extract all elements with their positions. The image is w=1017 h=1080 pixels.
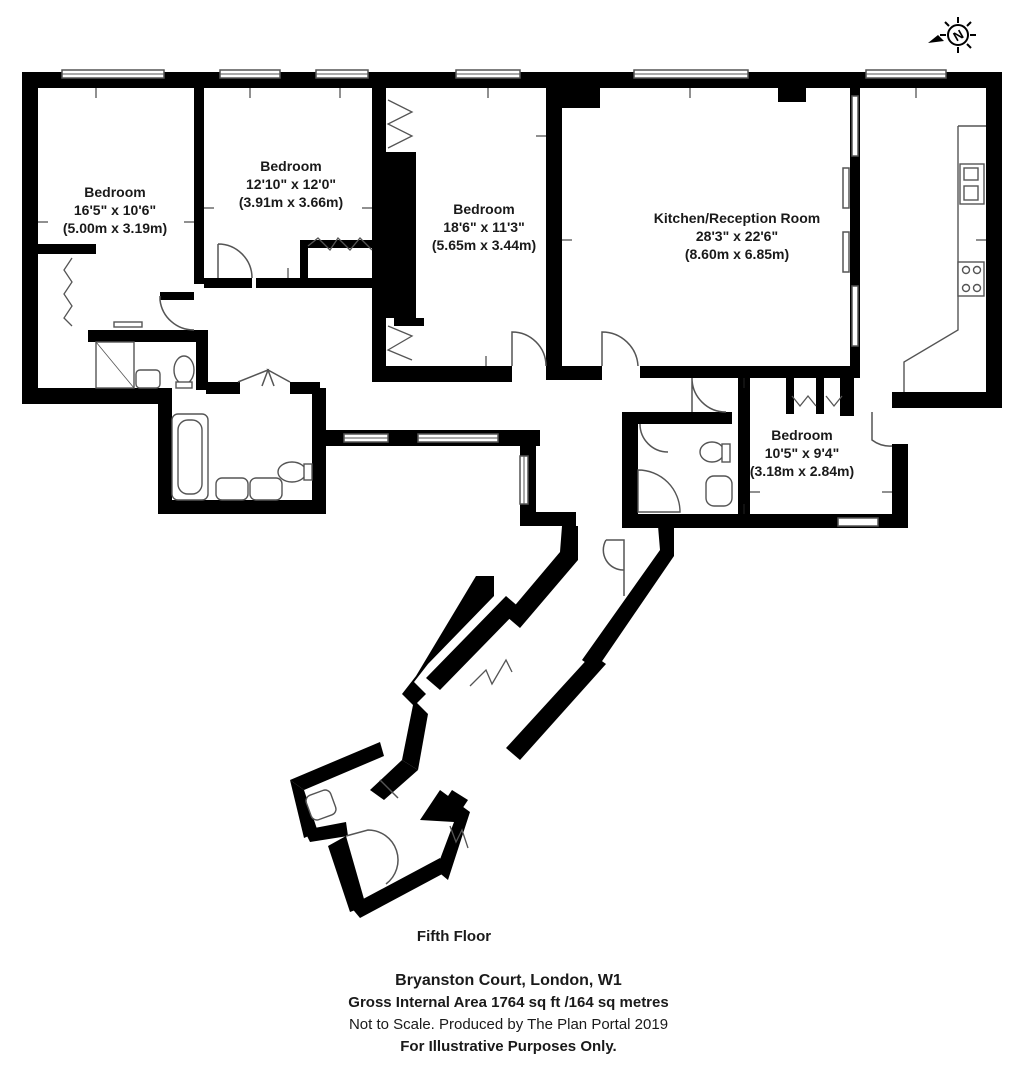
- basin-icon: [135, 369, 161, 389]
- room-name: Bedroom: [453, 201, 515, 217]
- room-size-imperial: 28'3" x 22'6": [695, 228, 779, 244]
- closet-doors: [63, 99, 843, 849]
- kitchen-fixtures: [903, 125, 986, 392]
- property-address: Bryanston Court, London, W1: [395, 972, 622, 989]
- room-name: Bedroom: [260, 158, 322, 174]
- basin-icon: [305, 789, 337, 821]
- room-label-bedroom-1: Bedroom 16'5" x 10'6" (5.00m x 3.19m): [63, 183, 167, 237]
- basin-icon: [705, 475, 733, 507]
- room-size-metric: (5.00m x 3.19m): [62, 220, 168, 236]
- basin-icon: [249, 477, 283, 501]
- compass-icon: N: [928, 17, 976, 53]
- bathroom-fixtures: [95, 321, 733, 821]
- toilet-icon: [699, 441, 725, 463]
- shower-tray-icon: [637, 469, 681, 513]
- room-name: Bedroom: [771, 427, 833, 443]
- plan-footer: Bryanston Court, London, W1 Gross Intern…: [0, 970, 1017, 1058]
- room-size-metric: (3.91m x 3.66m): [238, 194, 344, 210]
- scale-note: Not to Scale. Produced by The Plan Porta…: [348, 1016, 669, 1033]
- room-size-imperial: 18'6" x 11'3": [443, 219, 525, 235]
- room-size-metric: (5.65m x 3.44m): [431, 237, 537, 253]
- room-size-metric: (3.18m x 2.84m): [749, 463, 855, 479]
- room-name: Bedroom: [84, 184, 146, 200]
- room-label-kitchen-reception: Kitchen/Reception Room 28'3" x 22'6" (8.…: [654, 209, 820, 263]
- exterior-walls: [22, 72, 1002, 918]
- disclaimer: For Illustrative Purposes Only.: [400, 1038, 617, 1055]
- toilet-icon: [173, 355, 195, 385]
- room-size-metric: (8.60m x 6.85m): [684, 246, 790, 262]
- room-name: Kitchen/Reception Room: [653, 210, 821, 226]
- dimension-arrows: [38, 88, 986, 514]
- basin-icon: [215, 477, 249, 501]
- toilet-icon: [277, 461, 307, 483]
- room-label-bedroom-2: Bedroom 12'10" x 12'0" (3.91m x 3.66m): [239, 157, 343, 211]
- room-label-bedroom-3: Bedroom 18'6" x 11'3" (5.65m x 3.44m): [432, 200, 536, 254]
- interior-walls: [38, 88, 860, 514]
- room-size-imperial: 12'10" x 12'0": [245, 176, 337, 192]
- room-label-bedroom-4: Bedroom 10'5" x 9'4" (3.18m x 2.84m): [750, 426, 854, 480]
- doors: [159, 243, 893, 885]
- floor-label: Fifth Floor: [416, 928, 492, 945]
- room-size-imperial: 16'5" x 10'6": [73, 202, 157, 218]
- gross-internal-area: Gross Internal Area 1764 sq ft /164 sq m…: [348, 994, 669, 1011]
- room-size-imperial: 10'5" x 9'4": [764, 445, 840, 461]
- hob-icon: [957, 261, 985, 297]
